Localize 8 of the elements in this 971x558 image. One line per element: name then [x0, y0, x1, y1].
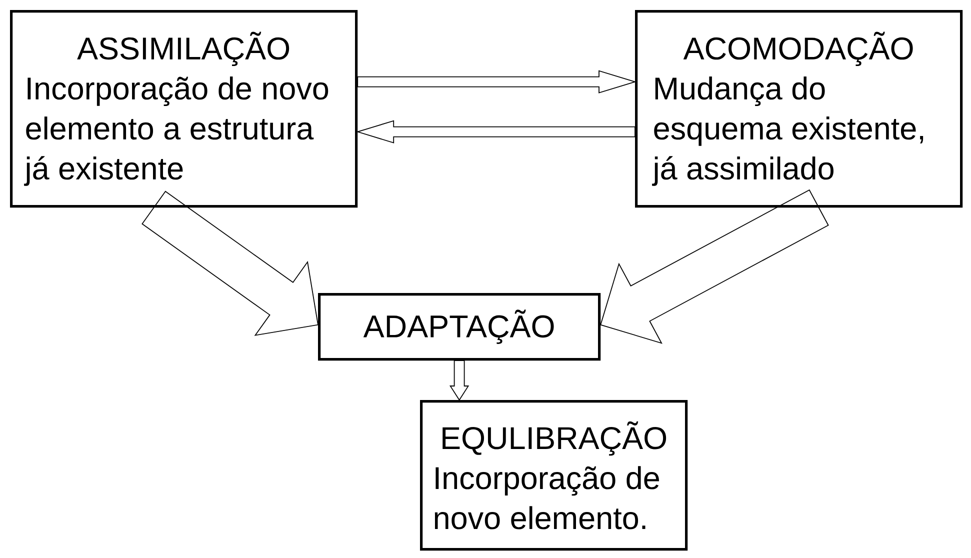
hollow-arrow — [142, 190, 319, 336]
process-box: ASSIMILAÇÃO Incorporação de novo elemento a estrutura já existente — [10, 10, 358, 208]
process-box: EQULIBRAÇÃO Incorporação de novo elemento. — [420, 400, 688, 551]
hollow-arrow — [449, 360, 470, 401]
process-box: ADAPTAÇÃO — [318, 293, 601, 361]
process-box: ACOMODAÇÃO Mudança do esquema existente, já assimilado — [635, 10, 963, 208]
hollow-arrow — [357, 70, 637, 94]
hollow-arrow — [356, 120, 636, 144]
